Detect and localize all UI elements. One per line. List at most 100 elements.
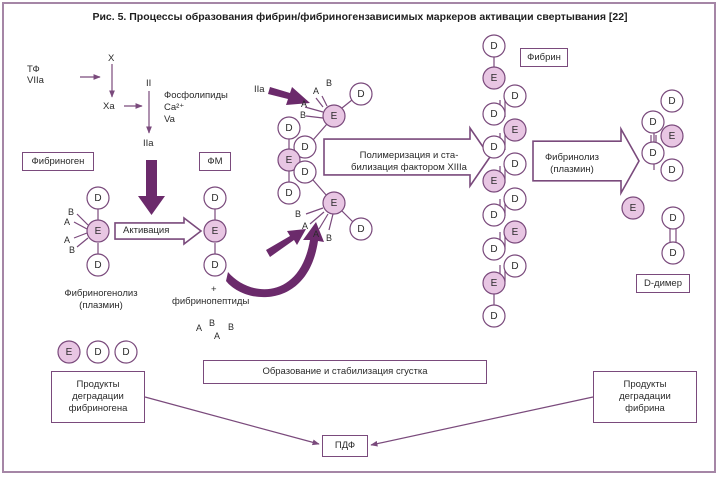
fibrinogen-label-b2: B	[69, 245, 75, 255]
fdp-d2-circle	[114, 340, 138, 364]
fibrin-domain-14-letter: D	[490, 311, 497, 322]
fm-box: ФМ	[199, 152, 231, 171]
poly-d-mid-bottom-letter: D	[301, 167, 308, 178]
poly-label-a3: A	[302, 221, 308, 231]
d-dimer-top-letter: D	[669, 213, 676, 224]
fibrin-domain-2-letter: D	[511, 91, 518, 102]
fibrin-domain-4-circle	[503, 118, 527, 142]
dd-e-letter: E	[669, 131, 676, 142]
peptide-a2: A	[214, 331, 221, 341]
poly-d-topright-circle	[349, 82, 373, 106]
poly-chain-b2	[305, 115, 324, 119]
fdp-fibrin-line1: Продукты	[623, 379, 667, 391]
fibrin-domain-12-circle	[503, 254, 527, 278]
vila-label: VIIa	[27, 75, 44, 86]
fibrinogen-label-b1: B	[68, 207, 74, 217]
dd-d-bottom-circle	[660, 158, 684, 182]
fibrin-box: Фибрин	[520, 48, 568, 67]
poly-chain-a4	[318, 213, 329, 230]
curved-arrow	[226, 222, 324, 298]
fibrinopeptides-label: фибринопептиды	[172, 296, 250, 307]
poly-label-a4: A	[313, 229, 319, 239]
fdp-fibrinogen-line2: деградации	[72, 391, 124, 403]
polymerization-line2: билизация фактором XIIIa	[351, 162, 467, 174]
fdp-d2-letter: D	[122, 347, 129, 358]
peptide-b1: B	[209, 318, 216, 328]
plus-sign: +	[211, 284, 217, 295]
fibrin-domain-11-letter: D	[490, 244, 497, 255]
fm-e-circle	[203, 219, 227, 243]
poly-label-b1: B	[326, 78, 332, 88]
poly-link-dmb-ebottom	[312, 179, 328, 197]
fibrinogenolysis-label: Фибриногенолиз (плазмин)	[56, 288, 146, 313]
dd-d-top-letter: D	[668, 96, 675, 107]
figure-frame	[2, 2, 716, 473]
cofactor-calcium: Ca²⁺	[164, 102, 185, 113]
peptide-a1: A	[196, 323, 203, 333]
d-dimer-bottom-circle	[661, 241, 685, 265]
poly-d-topright-letter: D	[357, 89, 364, 100]
fibrinogenolysis-line2: (плазмин)	[79, 300, 123, 312]
poly-d-bottomright-letter: D	[357, 224, 364, 235]
fibrinogen-e-letter: E	[95, 226, 102, 237]
fibrin-domain-4-letter: E	[512, 125, 519, 136]
fdp-d1-circle	[86, 340, 110, 364]
fibrinogen-d-bottom-letter: D	[94, 260, 101, 271]
poly-link-top-dmid	[312, 123, 328, 141]
x-label: X	[108, 53, 115, 64]
fibrin-domain-10-circle	[503, 220, 527, 244]
fibrinogen-label-a2: A	[64, 235, 70, 245]
fibrin-domain-8-circle	[503, 187, 527, 211]
fibrin-domain-11-circle	[482, 237, 506, 261]
iia-label: IIa	[143, 138, 154, 149]
fdp-fibrin-line2: деградации	[619, 391, 671, 403]
poly-chain-b3	[305, 207, 324, 215]
poly-e-top-circle	[322, 104, 346, 128]
poly-d-left-bottom-letter: D	[285, 188, 292, 199]
poly-d-bottomright-circle	[349, 217, 373, 241]
poly-label-a1: A	[313, 86, 319, 96]
arrow-fdp-fibrin-to-pdf	[370, 396, 594, 447]
activation-arrow	[114, 216, 203, 246]
fibrinogen-d-bottom-circle	[86, 253, 110, 277]
poly-chain-b4	[328, 213, 334, 231]
fibrin-domain-1-letter: E	[491, 73, 498, 84]
fibrin-domain-1-circle	[482, 66, 506, 90]
poly-label-b3: B	[295, 209, 301, 219]
fibrinogen-box: Фибриноген	[22, 152, 94, 171]
fibrinogen-chain-b2	[76, 237, 89, 248]
free-e-letter: E	[630, 203, 637, 214]
fibrin-domain-7-circle	[482, 169, 506, 193]
thick-arrow-down	[138, 160, 165, 215]
poly-e-mid-letter: E	[286, 155, 293, 166]
pdf-box: ПДФ	[322, 435, 368, 457]
fibrin-domain-13-letter: E	[491, 278, 498, 289]
fm-d-top-letter: D	[211, 193, 218, 204]
tf-label: ТФ	[27, 64, 40, 75]
poly-d-mid-top-circle	[293, 135, 317, 159]
fibrinogen-d-top-letter: D	[94, 193, 101, 204]
poly-chain-a1	[315, 97, 324, 108]
poly-link-ebot-dbr	[341, 210, 354, 223]
fibrinolysis-arrow	[532, 125, 640, 197]
poly-chain-a2	[304, 106, 324, 113]
fibrin-domain-2-circle	[503, 84, 527, 108]
fibrinogen-e-circle	[86, 219, 110, 243]
poly-link-top-dtr	[341, 99, 353, 109]
poly-d-mid-bottom-circle	[293, 160, 317, 184]
figure-title: Рис. 5. Процессы образования фибрин/фибр…	[92, 11, 628, 23]
fibrinogen-chain-b1	[76, 213, 89, 226]
activation-label: Активация	[123, 225, 170, 236]
fm-d-top-circle	[203, 186, 227, 210]
clot-formation-box: Образование и стабилизация сгустка	[203, 360, 487, 384]
fdp-fibrin-box: Продукты деградации фибрина	[593, 371, 697, 423]
fdp-e-circle	[57, 340, 81, 364]
fibrin-domain-3-letter: D	[490, 109, 497, 120]
fibrin-domain-13-circle	[482, 271, 506, 295]
fibrin-domain-12-letter: D	[511, 261, 518, 272]
fibrin-domain-0-circle	[482, 34, 506, 58]
fm-d-bottom-letter: D	[211, 260, 218, 271]
fdp-fibrinogen-box: Продукты деградации фибриногена	[51, 371, 145, 423]
poly-e-top-letter: E	[331, 111, 338, 122]
